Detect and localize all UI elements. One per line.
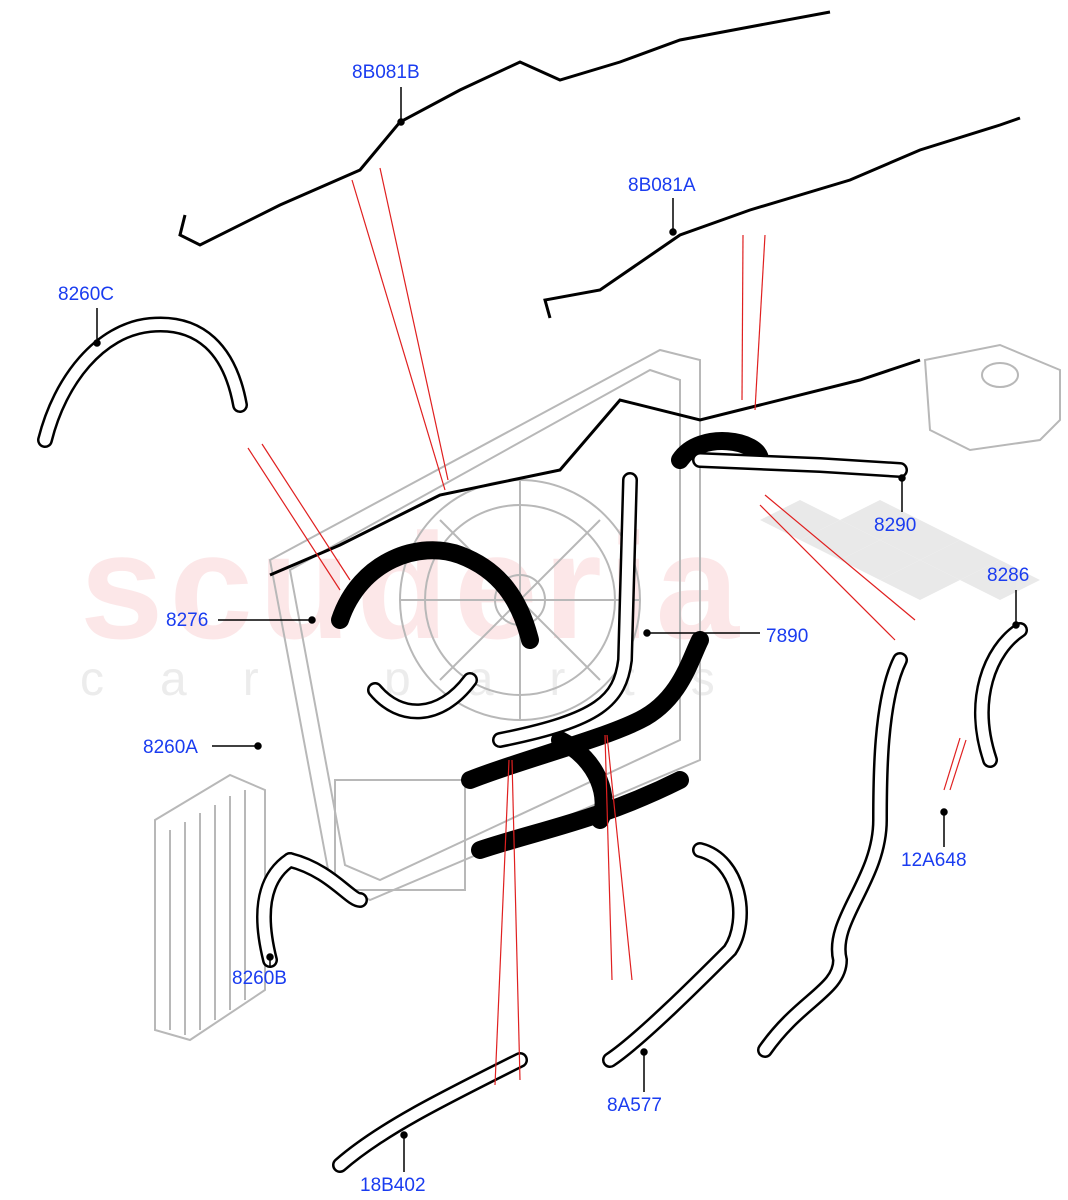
red-leader-lines (247, 167, 967, 1086)
callout-8a577[interactable]: 8A577 (607, 1095, 662, 1116)
callout-8276[interactable]: 8276 (166, 610, 209, 631)
callout-8286[interactable]: 8286 (987, 565, 1030, 586)
callout-8260c[interactable]: 8260C (58, 284, 114, 305)
callout-8260a[interactable]: 8260A (143, 737, 198, 758)
callout-7890[interactable]: 7890 (766, 626, 809, 647)
auxiliary-radiator (154, 773, 266, 1042)
callout-12a648[interactable]: 12A648 (901, 850, 967, 871)
callout-8b081b[interactable]: 8B081B (352, 62, 420, 83)
coolant-hoses-black (331, 432, 769, 859)
checkered-flag-watermark (760, 500, 1040, 600)
callout-8290[interactable]: 8290 (874, 515, 917, 536)
black-leader-lines (93, 87, 1020, 1172)
coolant-pipes (178, 10, 1021, 577)
expansion-tank (923, 343, 1061, 452)
callout-8260b[interactable]: 8260B (232, 968, 287, 989)
callout-18b402[interactable]: 18B402 (360, 1175, 426, 1196)
callout-8b081a[interactable]: 8B081A (628, 175, 696, 196)
coolant-hoses-inner (39, 318, 1026, 1171)
